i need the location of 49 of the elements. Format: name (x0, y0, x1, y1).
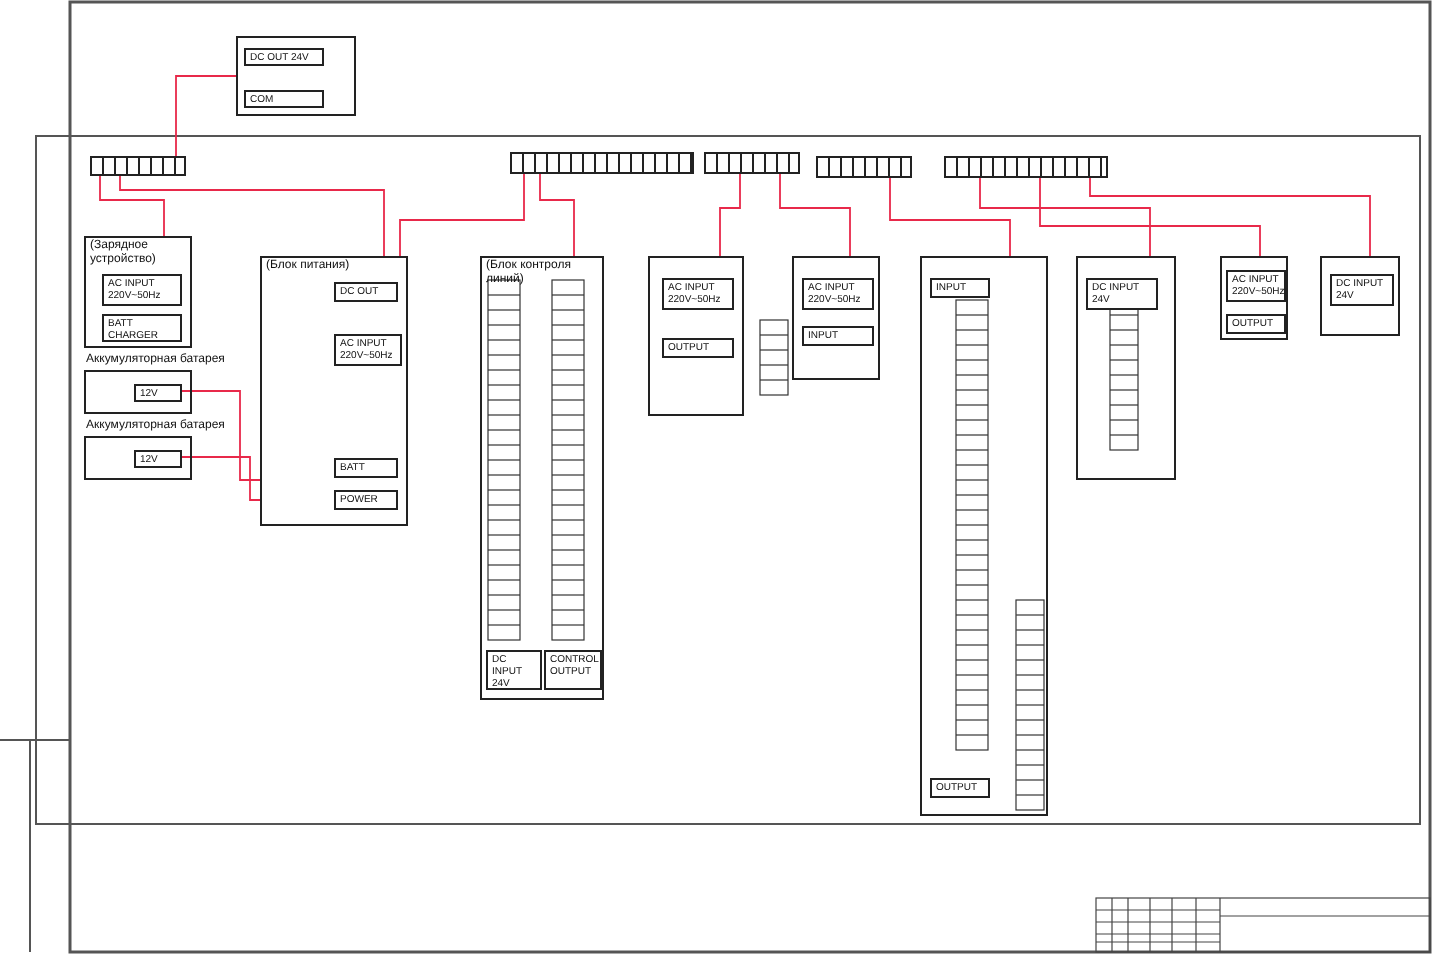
wire (779, 173, 851, 257)
wire (119, 175, 385, 257)
terminal-block (802, 326, 874, 346)
terminal-block (244, 90, 324, 108)
terminal-strip (90, 156, 186, 176)
wire (1039, 177, 1261, 257)
terminal-block (102, 274, 182, 306)
wire (179, 390, 261, 481)
terminal-block (134, 450, 182, 468)
terminal-block (102, 314, 182, 342)
terminal-block (334, 282, 398, 302)
device-box (792, 256, 880, 380)
terminal-strip (816, 156, 912, 178)
wire (719, 173, 741, 257)
terminal-block (1330, 274, 1394, 306)
device-box (84, 236, 192, 348)
device-box (260, 256, 408, 526)
terminal-strip (510, 152, 694, 174)
terminal-block (930, 778, 990, 798)
wire (399, 173, 525, 257)
device-box (648, 256, 744, 416)
terminal-block (930, 278, 990, 298)
device-box (920, 256, 1048, 816)
wire (979, 177, 1151, 257)
terminal-block (334, 458, 398, 478)
wire (1089, 177, 1371, 257)
terminal-block (1086, 278, 1158, 310)
terminal-block (486, 650, 542, 690)
terminal-block (1226, 314, 1286, 334)
wire (889, 177, 1011, 257)
terminal-strip (704, 152, 800, 174)
terminal-strip (944, 156, 1108, 178)
wire (179, 456, 261, 501)
terminal-block (244, 48, 324, 66)
terminal-block (544, 650, 602, 690)
wire (175, 75, 237, 157)
terminal-block (662, 338, 734, 358)
terminal-block (334, 490, 398, 510)
wire (99, 175, 165, 237)
device-box (480, 256, 604, 700)
device-box (236, 36, 356, 116)
terminal-block (334, 334, 402, 366)
terminal-block (662, 278, 734, 310)
terminal-block (134, 384, 182, 402)
device-box (1320, 256, 1400, 336)
device-box (1076, 256, 1176, 480)
wire (539, 173, 575, 257)
device-box (1220, 256, 1288, 340)
terminal-block (802, 278, 874, 310)
